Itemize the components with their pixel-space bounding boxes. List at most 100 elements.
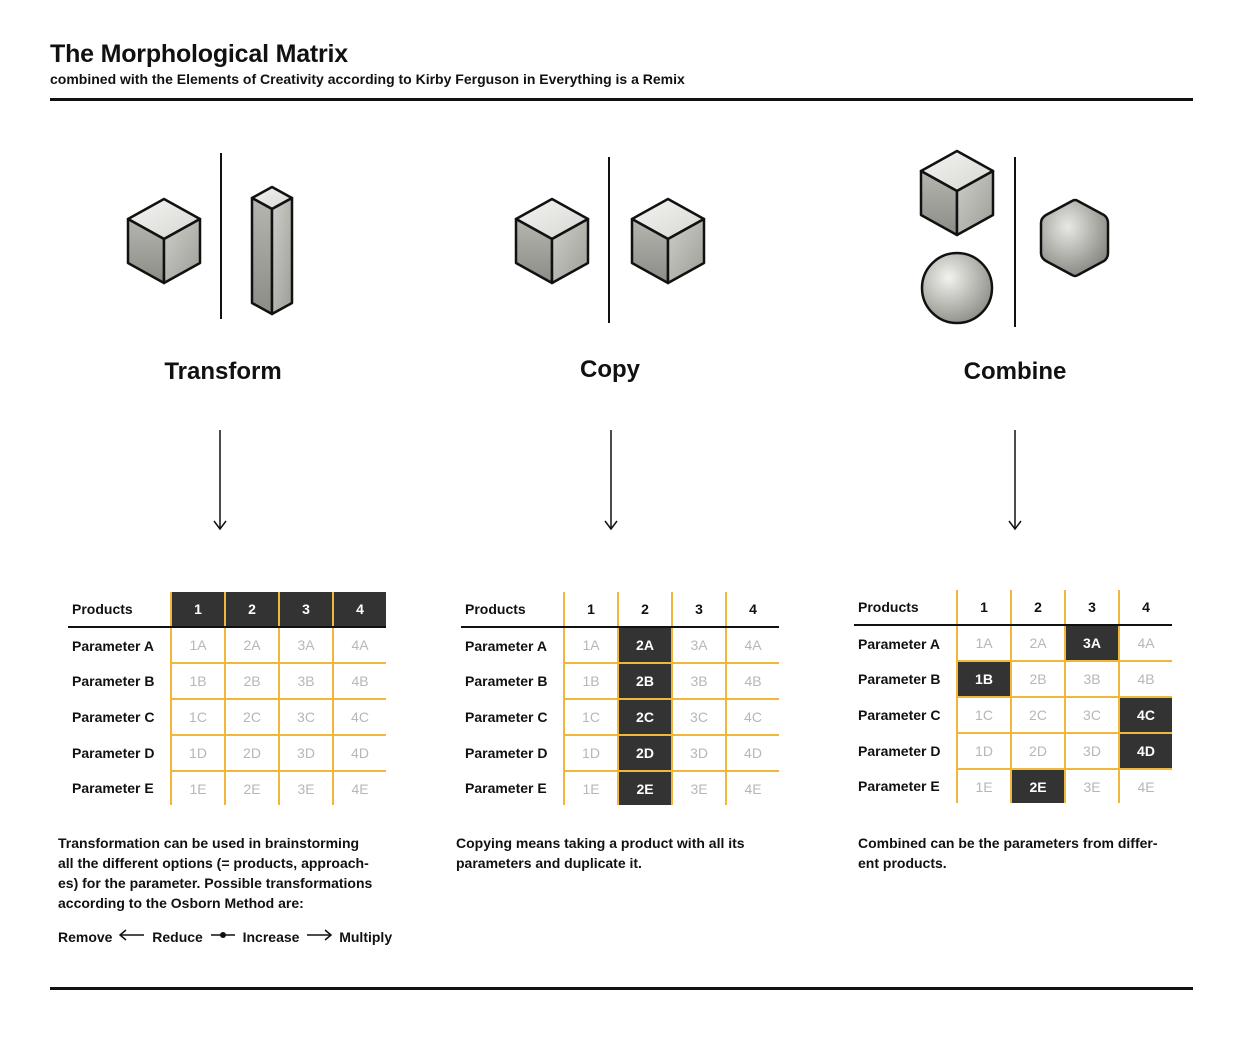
cube-icon <box>514 197 590 285</box>
matrix-cell: 3E <box>278 770 333 805</box>
matrix-cell: 4C <box>725 698 779 735</box>
matrix-product-header: 4 <box>725 592 779 628</box>
description-copy: Copying means taking a product with all … <box>456 833 816 873</box>
matrix-cell: 1E <box>956 768 1011 803</box>
matrix-cell: 2D <box>224 734 279 771</box>
matrix-cell: 3E <box>671 770 726 805</box>
matrix-cell: 3E <box>1064 768 1119 803</box>
matrix-product-header: 3 <box>671 592 726 628</box>
osborn-legend: Remove Reduce Increase Multiply <box>58 926 418 947</box>
matrix-cell: 1C <box>956 696 1011 733</box>
matrix-parameter-label: Parameter E <box>858 778 940 794</box>
matrix-cell: 4C <box>332 698 386 735</box>
cube-copy-icon <box>630 197 706 285</box>
matrix-cell: 3D <box>278 734 333 771</box>
matrix-cell: 4E <box>1118 768 1172 803</box>
column-title-transform: Transform <box>164 358 282 385</box>
matrix-cell: 4D <box>725 734 779 771</box>
description-line: es) for the parameter. Possible transfor… <box>58 875 373 891</box>
matrix-cell: 3A <box>1064 625 1119 661</box>
matrix-cell: 1B <box>956 660 1011 697</box>
matrix-cell: 3D <box>671 734 726 771</box>
description-line: ent products. <box>858 855 947 871</box>
matrix-cell: 2E <box>1010 768 1065 803</box>
description-line: parameters and duplicate it. <box>456 855 642 871</box>
description-line: Combined can be the parameters from diff… <box>858 835 1158 851</box>
matrix-cell: 4E <box>332 770 386 805</box>
matrix-cell: 3A <box>671 627 726 663</box>
matrix-parameter-label: Parameter A <box>858 635 940 652</box>
down-arrows <box>213 430 1022 531</box>
matrix-cell: 4C <box>1118 696 1172 733</box>
matrix-cell: 2A <box>1010 625 1065 661</box>
legend-multiply: Multiply <box>339 929 393 946</box>
legend-increase: Increase <box>242 929 300 946</box>
arrow-right-icon <box>307 929 333 941</box>
matrix-product-header: 4 <box>1118 590 1172 626</box>
cube-icon <box>919 149 995 237</box>
page-subtitle: combined with the Elements of Creativity… <box>50 71 685 87</box>
matrix-product-header: 2 <box>617 592 672 628</box>
matrix-cell: 1D <box>956 732 1011 769</box>
matrix-cell: 3C <box>278 698 333 735</box>
matrix-cell: 1E <box>563 770 618 805</box>
matrix-parameter-label: Parameter C <box>465 709 548 725</box>
arrow-left-icon <box>119 929 145 941</box>
description-line: according to the Osborn Method are: <box>58 895 304 911</box>
matrix-cell: 4B <box>725 662 779 699</box>
matrix-parameter-label: Parameter B <box>72 673 155 689</box>
matrix-cell: 2D <box>1010 732 1065 769</box>
matrix-parameter-label: Parameter A <box>465 637 547 654</box>
matrix-product-header: 1 <box>956 590 1011 626</box>
matrix-cell: 1A <box>956 625 1011 661</box>
matrix-cell: 1C <box>170 698 225 735</box>
matrix-cell: 2C <box>1010 696 1065 733</box>
matrix-parameter-label: Parameter C <box>72 709 155 725</box>
matrix-header-label: Products <box>854 590 957 626</box>
matrix-cell: 4B <box>1118 660 1172 697</box>
matrix-cell: 1E <box>170 770 225 805</box>
rounded-cube-icon <box>1039 198 1110 278</box>
matrix-cell: 2B <box>617 662 672 699</box>
matrix-parameter-label: Parameter B <box>465 673 548 689</box>
matrix-product-header: 3 <box>278 592 333 628</box>
description-line: Copying means taking a product with all … <box>456 835 745 851</box>
matrix-cell: 4E <box>725 770 779 805</box>
matrix-parameter-label: Parameter D <box>465 745 548 761</box>
matrix-product-header: 1 <box>563 592 618 628</box>
matrix-cell: 4A <box>725 627 779 663</box>
description-transform: Transformation can be used in brainstorm… <box>58 833 418 913</box>
dot-line-icon <box>210 932 235 938</box>
matrix-cell: 1B <box>170 662 225 699</box>
legend-remove: Remove <box>58 929 113 946</box>
matrix-header-label: Products <box>68 592 171 628</box>
matrix-cell: 3B <box>1064 660 1119 697</box>
column-title-copy: Copy <box>580 356 640 383</box>
description-line: Transformation can be used in brainstorm… <box>58 835 360 851</box>
matrix-cell: 4D <box>1118 732 1172 769</box>
matrix-parameter-label: Parameter B <box>858 671 941 687</box>
matrix-parameter-label: Parameter D <box>858 743 941 759</box>
matrix-cell: 4A <box>1118 625 1172 661</box>
matrix-cell: 1C <box>563 698 618 735</box>
matrix-cell: 1D <box>563 734 618 771</box>
tall-prism-icon <box>250 185 294 316</box>
matrix-cell: 3C <box>671 698 726 735</box>
matrix-product-header: 2 <box>1010 590 1065 626</box>
matrix-parameter-label: Parameter A <box>72 637 154 654</box>
matrix-product-header: 1 <box>170 592 225 628</box>
